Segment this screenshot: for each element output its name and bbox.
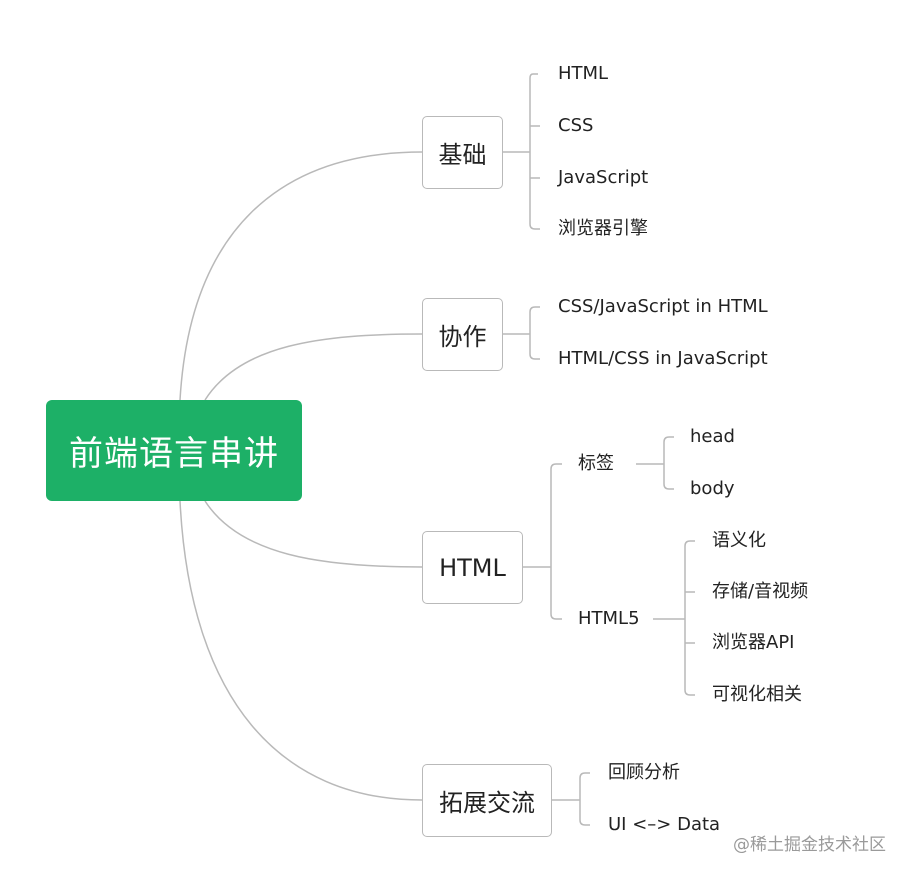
leaf-head: head <box>690 426 735 447</box>
branch-collaboration[interactable]: 协作 <box>422 298 503 371</box>
leaf-visualization: 可视化相关 <box>712 684 802 705</box>
leaf-browser-engine: 浏览器引擎 <box>558 218 648 239</box>
branch-extension[interactable]: 拓展交流 <box>422 764 552 837</box>
connector-root-html <box>204 500 423 568</box>
root-node[interactable]: 前端语言串讲 <box>46 400 302 501</box>
watermark: @稀土掘金技术社区 <box>733 835 886 855</box>
leaf-css-js-in-html: CSS/JavaScript in HTML <box>558 296 768 317</box>
leaf-storage-media: 存储/音视频 <box>712 581 809 602</box>
leaf-html-css-in-js: HTML/CSS in JavaScript <box>558 348 768 369</box>
leaf-body: body <box>690 478 735 499</box>
leaf-browser-api: 浏览器API <box>712 632 795 653</box>
connector-root-basics <box>179 151 423 401</box>
leaf-ui-data: UI <–> Data <box>608 814 721 835</box>
leaf-review: 回顾分析 <box>608 762 680 783</box>
connector-root-collab <box>204 333 423 401</box>
connector-root-extend <box>179 500 423 801</box>
branch-html[interactable]: HTML <box>422 531 523 604</box>
branch-basics[interactable]: 基础 <box>422 116 503 189</box>
sub-html5: HTML5 <box>578 608 640 629</box>
leaf-semantics: 语义化 <box>712 530 766 551</box>
leaf-html: HTML <box>558 63 609 84</box>
leaf-css: CSS <box>558 115 594 136</box>
sub-tags: 标签 <box>578 453 614 474</box>
leaf-javascript: JavaScript <box>558 167 649 188</box>
